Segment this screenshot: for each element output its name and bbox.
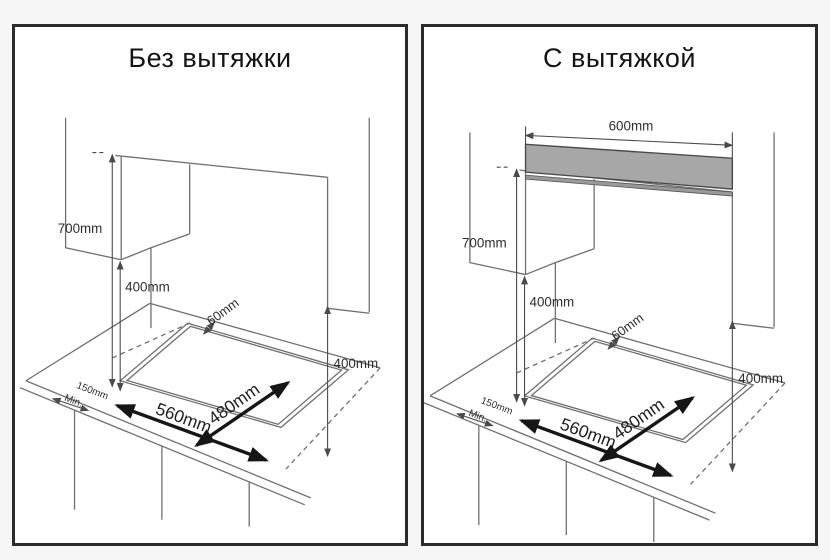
dim-400-right-label: 400mm: [334, 356, 379, 371]
dim-560-arrow: [518, 419, 674, 477]
panel-title-with-hood: С вытяжкой: [542, 43, 696, 73]
upper-cabinet: [120, 155, 191, 329]
hood-rim: [525, 174, 733, 197]
dim-400-left-label: 400mm: [125, 279, 170, 294]
dim-480-arrow: [194, 381, 291, 447]
dim-700-label: 700mm: [58, 221, 103, 236]
hood-slab: [524, 143, 734, 190]
panel-title-without-hood: Без вытяжки: [128, 43, 292, 73]
dimension-labels: 700mm 400mm 400mm 60mm 150mm Min. 560mm …: [462, 236, 783, 453]
dimension-lines: [456, 166, 736, 473]
panel-without-hood: Без вытяжки: [12, 24, 408, 546]
diagram-svg: 700mm 400mm 400mm 60mm 150mm Min. 560mm …: [424, 118, 786, 543]
base-drawing: 700mm 400mm 400mm 60mm 150mm Min. 560mm …: [19, 117, 381, 527]
dimension-lines: [51, 151, 332, 458]
installation-diagram-without-hood: 700mm 400mm 400mm 60mm 150mm Min. 560mm …: [15, 27, 405, 543]
cutout-size-arrows: [114, 381, 291, 462]
upper-cabinet: [524, 170, 595, 344]
edge-offset-dashed: [516, 336, 597, 374]
wall-lines: [64, 117, 370, 314]
dim-600-label: 600mm: [609, 118, 654, 133]
dim-60-line: [202, 321, 216, 335]
dim-560-arrow: [114, 403, 269, 462]
dim-60-line: [607, 336, 620, 350]
hood-group: 600mm: [524, 118, 734, 197]
dim-700-label: 700mm: [462, 236, 507, 251]
edge-offset-dashed: [111, 321, 192, 359]
cutout-size-arrows: [518, 396, 696, 477]
dim-600-line: [524, 132, 734, 149]
dim-400-right-label: 400mm: [738, 371, 783, 386]
installation-diagram-with-hood: 700mm 400mm 400mm 60mm 150mm Min. 560mm …: [424, 27, 815, 543]
diagram-svg: 700mm 400mm 400mm 60mm 150mm Min. 560mm …: [19, 117, 381, 527]
dim-150-line: [51, 397, 90, 412]
panel-with-hood: С вытяжкой: [421, 24, 818, 546]
dim-400-left-label: 400mm: [530, 294, 575, 309]
dim-480-arrow: [598, 396, 696, 463]
dimension-labels: 700mm 400mm 400mm 60mm 150mm Min. 560mm …: [58, 221, 378, 437]
dim-150-line: [456, 412, 494, 427]
